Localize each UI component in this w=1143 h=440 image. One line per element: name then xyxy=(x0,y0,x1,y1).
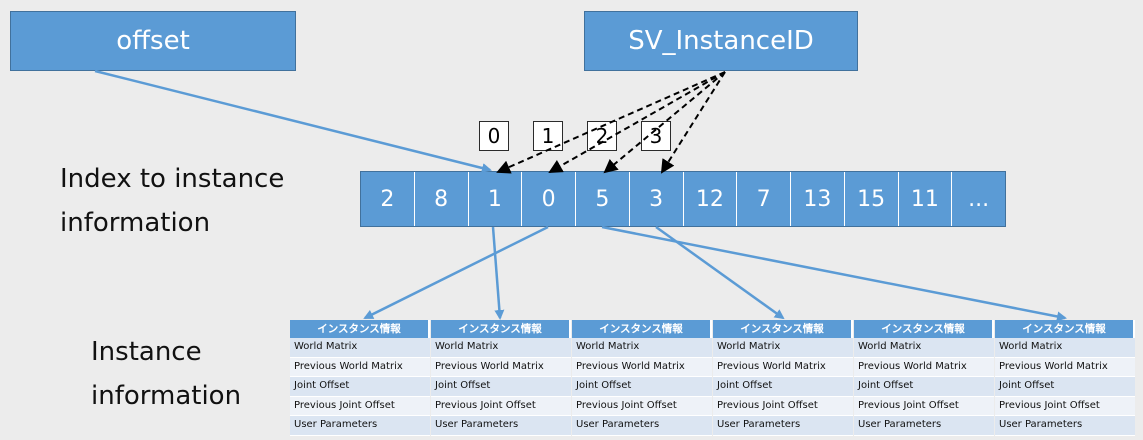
index-cell: ... xyxy=(952,172,1005,226)
table-row: Previous World Matrix xyxy=(713,357,853,377)
table-row: Joint Offset xyxy=(854,377,994,397)
table-row: World Matrix xyxy=(572,338,712,358)
index-to-table-arrow xyxy=(601,225,1067,322)
table-row: Joint Offset xyxy=(431,377,571,397)
index-label-line1: Index to instance xyxy=(60,164,285,194)
index-cell: 13 xyxy=(791,172,845,226)
table-row: Joint Offset xyxy=(572,377,712,397)
table-row: Previous World Matrix xyxy=(854,357,994,377)
sv-dashed-arrow-1 xyxy=(548,71,726,173)
table-row: Joint Offset xyxy=(995,377,1135,397)
table-row: Previous Joint Offset xyxy=(854,396,994,416)
index-cell: 2 xyxy=(361,172,415,226)
table-header: インスタンス情報 xyxy=(290,320,430,338)
sv-instanceid-box: SV_InstanceID xyxy=(584,11,858,71)
table-row: Previous Joint Offset xyxy=(995,396,1135,416)
table-header: インスタンス情報 xyxy=(572,320,712,338)
index-label-line2: information xyxy=(60,208,211,238)
table-row: Previous World Matrix xyxy=(572,357,712,377)
table-row: Previous Joint Offset xyxy=(290,396,430,416)
sv-dashed-arrow-0 xyxy=(496,71,726,174)
index-cell: 0 xyxy=(522,172,576,226)
instance-label-line2: information xyxy=(91,381,242,411)
table-row: User Parameters xyxy=(995,416,1135,436)
table-header: インスタンス情報 xyxy=(431,320,571,338)
instance-id-box-3: 3 xyxy=(641,121,671,151)
index-to-instance-label: Index to instance information xyxy=(60,157,284,245)
table-row: World Matrix xyxy=(713,338,853,358)
table-row: Previous World Matrix xyxy=(431,357,571,377)
table-row: World Matrix xyxy=(995,338,1135,358)
instance-id-box-0: 0 xyxy=(479,121,509,151)
index-cell: 1 xyxy=(468,172,523,226)
table-row: World Matrix xyxy=(290,338,430,358)
table-row: Previous Joint Offset xyxy=(713,396,853,416)
sv-dashed-arrow-3 xyxy=(660,71,726,174)
index-cell: 3 xyxy=(629,172,684,226)
index-cell: 8 xyxy=(414,172,469,226)
index-to-table-arrow xyxy=(655,225,785,320)
table-row: Previous Joint Offset xyxy=(431,396,571,416)
table-header: インスタンス情報 xyxy=(854,320,994,338)
table-row: User Parameters xyxy=(713,416,853,436)
table-row: Joint Offset xyxy=(290,377,430,397)
offset-box: offset xyxy=(10,11,296,71)
table-row: User Parameters xyxy=(431,416,571,436)
table-row: User Parameters xyxy=(854,416,994,436)
table-row: Previous Joint Offset xyxy=(572,396,712,416)
index-cell: 5 xyxy=(576,172,630,226)
offset-arrow xyxy=(94,69,492,173)
instance-label-line1: Instance xyxy=(91,337,202,367)
table-header: インスタンス情報 xyxy=(995,320,1135,338)
table-row: World Matrix xyxy=(854,338,994,358)
table-row: Joint Offset xyxy=(713,377,853,397)
sv-instanceid-label: SV_InstanceID xyxy=(628,26,814,56)
table-header: インスタンス情報 xyxy=(713,320,853,338)
index-array: 2 8 1 0 5 3 12 7 13 15 11 ... xyxy=(360,171,1006,227)
table-row: User Parameters xyxy=(290,416,430,436)
table-row: User Parameters xyxy=(572,416,712,436)
index-to-table-arrow xyxy=(491,226,505,320)
offset-label: offset xyxy=(116,26,190,56)
index-cell: 7 xyxy=(737,172,791,226)
index-cell: 12 xyxy=(683,172,738,226)
index-to-table-arrow xyxy=(363,225,549,320)
index-cell: 15 xyxy=(844,172,899,226)
table-row: World Matrix xyxy=(431,338,571,358)
table-row: Previous World Matrix xyxy=(290,357,430,377)
index-cell: 11 xyxy=(898,172,953,226)
instance-information-label: Instance information xyxy=(91,330,241,418)
sv-dashed-arrow-2 xyxy=(603,71,726,174)
table-row: Previous World Matrix xyxy=(995,357,1135,377)
